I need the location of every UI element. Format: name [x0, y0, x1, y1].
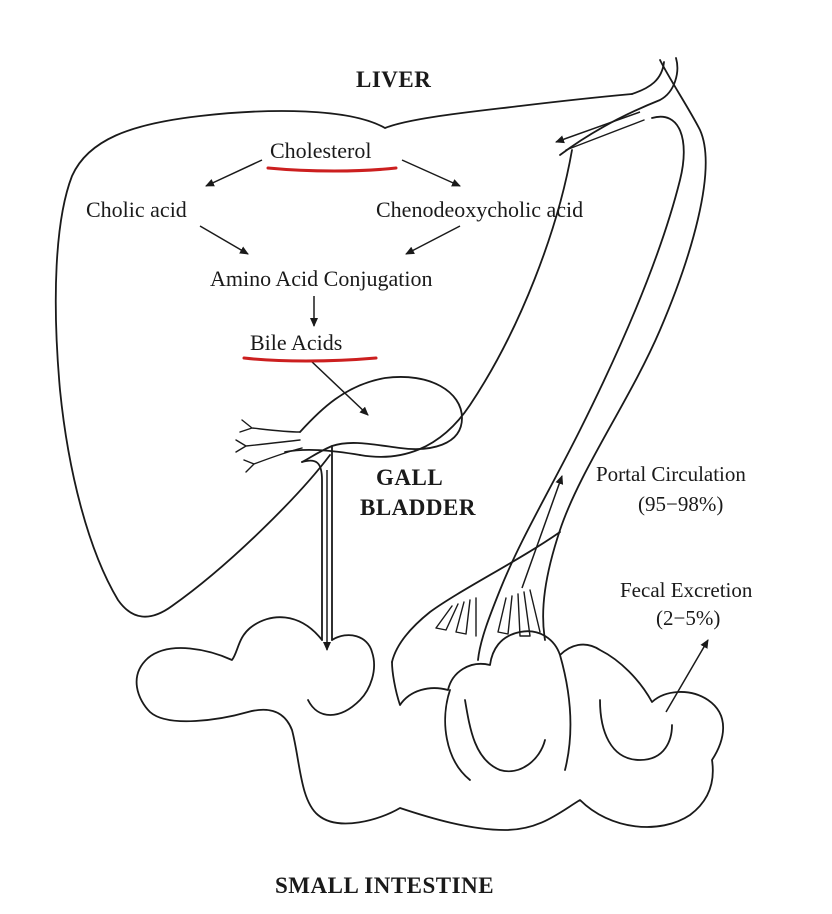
liver-outline — [54, 93, 633, 618]
small-intestine-outline — [135, 616, 724, 831]
bladder-label: BLADDER — [360, 495, 476, 520]
amino-acid-conjugation-label: Amino Acid Conjugation — [210, 266, 433, 291]
fecal-percent-label: (2−5%) — [656, 606, 721, 630]
portal-return-arrow-shaft — [565, 119, 645, 151]
cholesterol-underline — [266, 166, 398, 173]
cholesterol-label: Cholesterol — [270, 138, 372, 163]
portal-circulation-arrow — [521, 475, 564, 589]
hepatic-duct-branches — [235, 419, 303, 473]
portal-vessel-inner-wall — [477, 115, 685, 661]
chenodeoxycholic-acid-label: Chenodeoxycholic acid — [376, 197, 584, 222]
bile-acids-label: Bile Acids — [250, 330, 343, 355]
fecal-excretion-arrow — [665, 639, 709, 713]
gallbladder-outline — [299, 376, 463, 463]
bile-acids-to-gallbladder-arrow — [309, 359, 369, 416]
portal-percent-label: (95−98%) — [638, 492, 724, 516]
portal-vessel-left-wall — [559, 57, 679, 156]
portal-vessel-outer-wall — [391, 61, 665, 663]
bile-acids-underline — [242, 356, 378, 363]
portal-return-arrow — [555, 111, 641, 144]
portal-vessel-right-wall — [542, 59, 707, 641]
cholesterol-to-cholic-arrow — [205, 159, 263, 187]
liver-label: LIVER — [356, 67, 432, 92]
common-bile-duct-left — [301, 459, 323, 641]
cholic-to-conjugation-arrow — [199, 225, 249, 255]
cheno-to-conjugation-arrow — [405, 225, 461, 255]
fecal-excretion-label: Fecal Excretion — [620, 578, 753, 602]
cholesterol-to-cheno-arrow — [401, 159, 461, 187]
small-intestine-label: SMALL INTESTINE — [275, 873, 495, 898]
gall-label: GALL — [376, 465, 444, 490]
portal-circulation-label: Portal Circulation — [596, 462, 746, 486]
mesenteric-vessels — [435, 589, 541, 637]
cholic-acid-label: Cholic acid — [86, 197, 187, 222]
